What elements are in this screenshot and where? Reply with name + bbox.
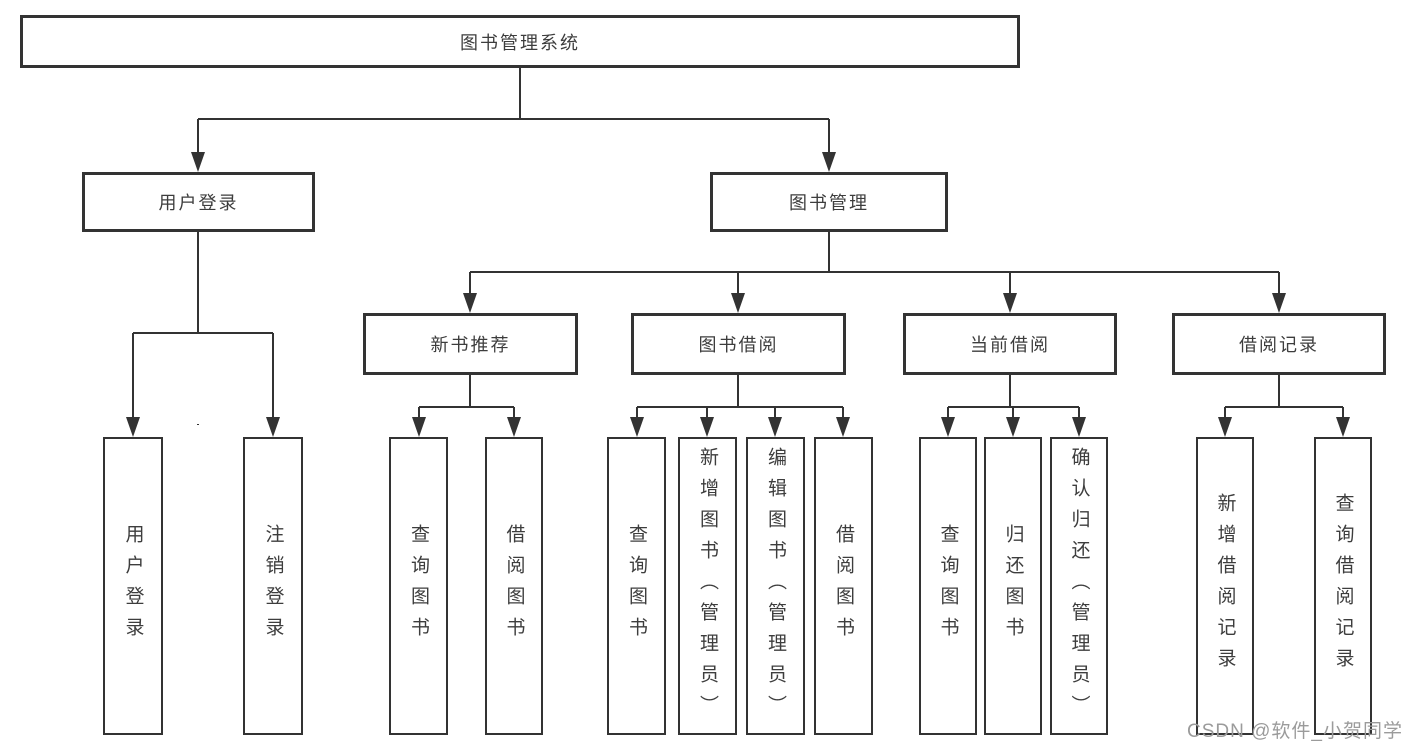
csdn-watermark: CSDN @软件_小贺同学 — [1187, 721, 1403, 742]
arrow-leaf-cb-confirm — [1072, 417, 1086, 437]
edge-borrowrecords-to-leaves — [1224, 375, 1344, 424]
node-leaf-rec-query-books-label: 查询图书 — [408, 524, 429, 648]
arrow-current-borrow — [1003, 293, 1017, 313]
arrow-leaf-rec-borrow — [507, 417, 521, 437]
arrow-leaf-bb-edit — [768, 417, 782, 437]
edge-currentborrow-to-leaves — [947, 375, 1080, 424]
node-leaf-bb-borrow-books-label: 借阅图书 — [833, 524, 854, 648]
node-leaf-cb-return-books: 归还图书 — [984, 437, 1042, 735]
node-borrow-records: 借阅记录 — [1172, 313, 1386, 375]
arrow-leaf-cb-query — [941, 417, 955, 437]
node-leaf-cb-return-books-label: 归还图书 — [1002, 524, 1024, 648]
node-leaf-logout-label: 注销登录 — [262, 524, 284, 648]
arrow-leaf-bb-add — [700, 417, 714, 437]
node-new-book-recommend: 新书推荐 — [363, 313, 578, 375]
node-user-login-label: 用户登录 — [158, 193, 239, 213]
node-book-management: 图书管理 — [710, 172, 948, 232]
arrow-leaf-user-login — [126, 417, 140, 437]
node-leaf-bb-edit-books: 编辑图书（管理员） — [746, 437, 805, 735]
node-root-label: 图书管理系统 — [460, 32, 580, 53]
edge-bookmgmt-to-level3 — [469, 232, 1280, 300]
connector-lines — [197, 68, 830, 425]
arrow-book-management — [822, 152, 836, 172]
node-leaf-br-add-record-label: 新增借阅记录 — [1214, 493, 1236, 679]
node-leaf-bb-add-books: 新增图书（管理员） — [678, 437, 737, 735]
node-leaf-rec-query-books: 查询图书 — [389, 437, 448, 735]
node-leaf-user-login-label: 用户登录 — [122, 524, 144, 648]
edge-newbookrec-to-leaves — [418, 375, 515, 424]
node-leaf-logout: 注销登录 — [243, 437, 303, 735]
arrow-leaf-br-add — [1218, 417, 1232, 437]
node-new-book-recommend-label: 新书推荐 — [430, 335, 511, 355]
edge-bookborrow-to-leaves — [636, 375, 844, 424]
node-leaf-rec-borrow-books: 借阅图书 — [485, 437, 543, 735]
node-leaf-rec-borrow-books-label: 借阅图书 — [503, 524, 525, 648]
node-current-borrow-label: 当前借阅 — [970, 335, 1050, 355]
node-leaf-br-query-record: 查询借阅记录 — [1314, 437, 1372, 735]
arrow-book-borrow — [731, 293, 745, 313]
node-leaf-bb-query-books-label: 查询图书 — [626, 524, 647, 648]
arrow-leaf-cb-return — [1006, 417, 1020, 437]
arrow-user-login — [191, 152, 205, 172]
node-borrow-records-label: 借阅记录 — [1239, 335, 1319, 355]
arrow-leaf-rec-query — [412, 417, 426, 437]
edge-userlogin-to-leaves — [132, 232, 274, 424]
node-book-management-label: 图书管理 — [789, 193, 869, 213]
node-leaf-br-query-record-label: 查询借阅记录 — [1332, 493, 1354, 679]
arrow-borrow-records — [1272, 293, 1286, 313]
node-user-login: 用户登录 — [82, 172, 315, 232]
node-root: 图书管理系统 — [20, 15, 1020, 68]
edge-root-to-level2 — [197, 68, 830, 425]
node-leaf-cb-query-books: 查询图书 — [919, 437, 977, 735]
node-leaf-bb-query-books: 查询图书 — [607, 437, 666, 735]
node-book-borrow: 图书借阅 — [631, 313, 846, 375]
arrow-leaf-bb-query — [630, 417, 644, 437]
arrowheads — [126, 152, 1350, 437]
node-book-borrow-label: 图书借阅 — [698, 335, 779, 355]
arrow-new-book-recommend — [463, 293, 477, 313]
node-leaf-br-add-record: 新增借阅记录 — [1196, 437, 1254, 735]
node-leaf-bb-borrow-books: 借阅图书 — [814, 437, 873, 735]
node-leaf-user-login: 用户登录 — [103, 437, 163, 735]
connector-lines-2 — [132, 232, 1344, 424]
node-leaf-cb-confirm-return-label: 确认归还（管理员） — [1068, 446, 1090, 726]
node-current-borrow: 当前借阅 — [903, 313, 1117, 375]
node-leaf-cb-query-books-label: 查询图书 — [937, 524, 959, 648]
node-leaf-bb-edit-books-label: 编辑图书（管理员） — [765, 446, 786, 726]
arrow-leaf-br-query — [1336, 417, 1350, 437]
node-leaf-cb-confirm-return: 确认归还（管理员） — [1050, 437, 1108, 735]
node-leaf-bb-add-books-label: 新增图书（管理员） — [697, 446, 718, 726]
arrow-leaf-bb-borrow — [836, 417, 850, 437]
arrow-leaf-logout — [266, 417, 280, 437]
